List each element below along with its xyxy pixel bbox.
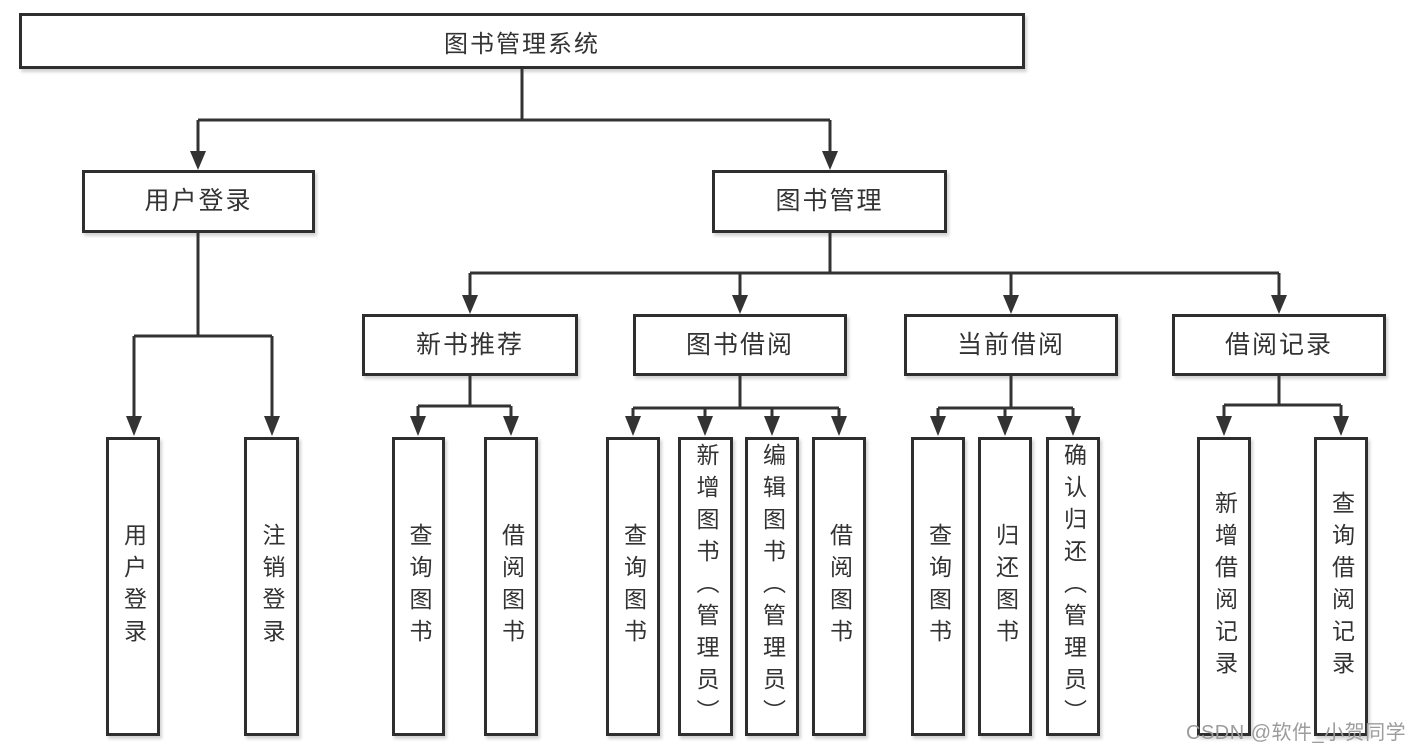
leaf-query-books-current: 查询图书 (911, 437, 965, 736)
leaf-logout: 注销登录 (244, 437, 299, 736)
connector-current-borrow-to-leaves (930, 376, 1081, 436)
leaf-user-login: 用户登录 (106, 437, 160, 736)
leaf-add-borrow-record: 新增借阅记录 (1197, 437, 1251, 736)
leaf-add-books-admin: 新增图书（管理员） (678, 437, 733, 736)
connector-user-login-to-leaves (126, 233, 280, 436)
node-borrow-records: 借阅记录 (1172, 314, 1386, 376)
connector-borrow-records-to-leaves (1216, 376, 1349, 436)
leaf-borrow-books: 借阅图书 (812, 437, 866, 736)
node-user-login: 用户登录 (82, 170, 315, 233)
leaf-borrow-books-recommend: 借阅图书 (484, 437, 538, 736)
connector-book-management-to-level3 (462, 233, 1287, 314)
csdn-watermark: CSDN @软件_小贺同学 (1186, 722, 1405, 744)
leaf-query-books-borrow: 查询图书 (606, 437, 660, 736)
node-book-management: 图书管理 (712, 170, 947, 233)
node-current-borrow: 当前借阅 (904, 314, 1118, 376)
connector-book-borrow-to-leaves (625, 376, 847, 436)
leaf-confirm-return-admin: 确认归还（管理员） (1046, 437, 1100, 736)
leaf-query-books-recommend: 查询图书 (392, 437, 445, 736)
node-new-book-recommend: 新书推荐 (362, 314, 578, 376)
connector-root-to-level2 (190, 69, 838, 170)
node-book-borrow: 图书借阅 (633, 314, 847, 376)
leaf-return-books: 归还图书 (978, 437, 1032, 736)
node-library-system: 图书管理系统 (19, 13, 1025, 69)
leaf-edit-books-admin: 编辑图书（管理员） (745, 437, 799, 736)
connector-new-book-recommend-to-leaves (410, 376, 519, 436)
leaf-query-borrow-record: 查询借阅记录 (1314, 437, 1368, 736)
